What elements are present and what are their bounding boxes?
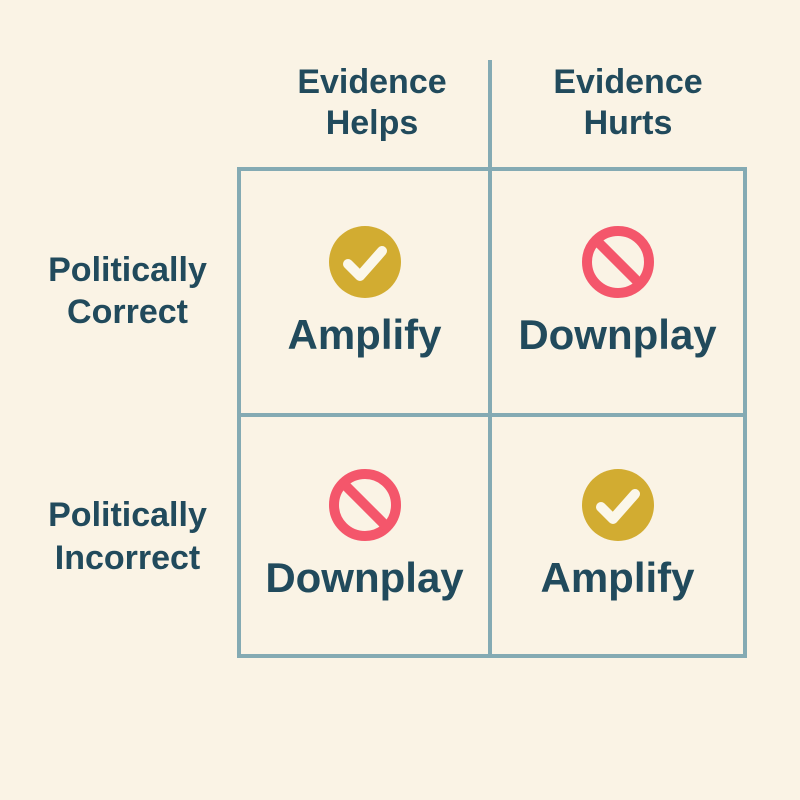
no-entry-icon <box>328 469 401 542</box>
column-header-evidence-helps: Evidence Helps <box>297 63 447 143</box>
row-label-politically-incorrect: Politically Incorrect <box>48 496 207 577</box>
cell-action-label: Downplay <box>265 554 464 602</box>
cell-correct-hurts: Downplay <box>490 169 745 415</box>
column-header-evidence-hurts: Evidence Hurts <box>553 63 703 143</box>
cell-action-label: Amplify <box>287 310 442 358</box>
no-entry-icon <box>581 225 654 298</box>
row-label-politically-correct: Politically Correct <box>48 250 207 331</box>
cell-correct-helps: Amplify <box>239 169 490 415</box>
check-circle-icon <box>328 225 401 298</box>
check-circle-icon <box>581 469 654 542</box>
cell-action-label: Downplay <box>518 310 717 358</box>
cell-incorrect-helps: Downplay <box>239 415 490 656</box>
matrix-grid: Amplify Downplay Downplay Amplify <box>237 167 747 658</box>
cell-incorrect-hurts: Amplify <box>490 415 745 656</box>
header-divider-line <box>488 60 492 168</box>
cell-action-label: Amplify <box>540 554 695 602</box>
